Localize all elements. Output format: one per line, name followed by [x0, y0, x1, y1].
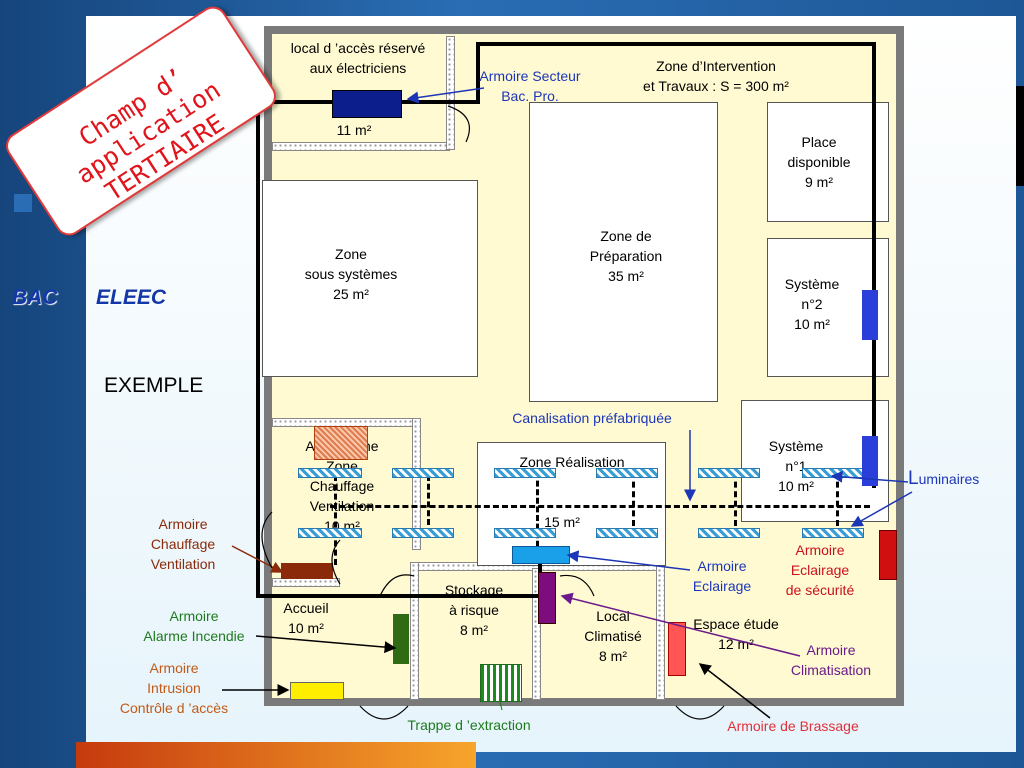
luminaire: [392, 468, 454, 478]
arrow-eclairage: [566, 550, 691, 571]
busbar: [256, 594, 540, 598]
armoire-climatisation[interactable]: [538, 572, 556, 624]
arrow-luminaire-2: [850, 491, 913, 527]
decor-strip: [1016, 86, 1024, 186]
canalisation-line: [632, 472, 635, 526]
aerotherme: [314, 426, 368, 460]
canalisation-line: [734, 472, 737, 526]
room-label-sous-systemes: Zone sous systèmes 25 m²: [304, 246, 398, 302]
label-armoire-securite: Armoire Eclairage de sécurité: [785, 542, 855, 598]
door-arc: [675, 705, 725, 720]
room-label-systeme-1: Système n°1 10 m²: [768, 438, 824, 494]
room-area-local-acces: 11 m²: [336, 122, 372, 138]
busbar: [872, 42, 876, 488]
luminaire: [698, 528, 760, 538]
label-armoire-brassage: Armoire de Brassage: [727, 718, 859, 734]
label-armoire-alarme: Armoire Alarme Incendie: [143, 608, 245, 644]
busbar: [256, 100, 260, 598]
system-2-bar: [862, 290, 878, 340]
bac-label: BAC: [12, 286, 58, 309]
label-luminaires: Luminaires: [908, 468, 980, 489]
room-preparation: [529, 102, 718, 402]
label-trappe: Trappe d ’extraction: [407, 717, 531, 733]
wall-bottom: [264, 698, 904, 706]
room-place-disponible: [767, 102, 889, 222]
luminaire: [494, 468, 556, 478]
canalisation-line: [334, 475, 337, 565]
busbar: [478, 42, 874, 46]
room-sous-systemes: [262, 180, 478, 377]
door-arc: [379, 574, 415, 597]
label-canalisation: Canalisation préfabriquée: [512, 410, 672, 426]
arrow-chauffage: [231, 545, 284, 573]
armoire-eclairage-securite[interactable]: [879, 530, 897, 580]
decor-bar: [76, 742, 476, 768]
arrow-trappe: [499, 701, 503, 711]
luminaire: [802, 528, 864, 538]
door-arc: [331, 539, 341, 585]
arrow-alarme: [255, 635, 397, 654]
door-arc: [447, 105, 470, 143]
partition: [410, 562, 419, 700]
luminaire: [596, 468, 658, 478]
room-label-climatise: Local Climatisé 8 m²: [584, 608, 642, 664]
label-armoire-intrusion: Armoire Intrusion Contrôle d ’accès: [119, 660, 229, 716]
label-armoire-eclairage: Armoire Eclairage: [692, 558, 752, 594]
armoire-brassage[interactable]: [668, 622, 686, 676]
exemple-label: EXEMPLE: [104, 374, 204, 397]
room-label-place-disponible: Place disponible 9 m²: [787, 134, 851, 190]
room-label-intervention: Zone d’Intervention et Travaux : S = 300…: [643, 58, 789, 94]
luminaire: [698, 468, 760, 478]
trappe-extraction[interactable]: [480, 664, 522, 702]
arrow-climatisation: [560, 592, 801, 657]
armoire-intrusion[interactable]: [290, 682, 344, 700]
room-label-accueil: Accueil 10 m²: [283, 600, 329, 636]
luminaire: [494, 528, 556, 538]
partition: [412, 418, 421, 550]
armoire-chauffage-ventilation[interactable]: [281, 563, 333, 579]
armoire-secteur[interactable]: [332, 90, 402, 118]
room-label-preparation: Zone de Préparation 35 m²: [589, 228, 663, 284]
eleec-label: ELEEC: [96, 286, 167, 309]
system-1-bar: [862, 436, 878, 486]
door-arc: [261, 511, 273, 569]
room-label-etude: Espace étude 12 m²: [693, 616, 779, 652]
room-label-systeme-2: Système n°2 10 m²: [784, 276, 840, 332]
armoire-alarme-incendie[interactable]: [393, 614, 409, 664]
arrow-brassage: [698, 663, 771, 719]
canalisation-line: [536, 472, 539, 564]
busbar: [476, 42, 480, 102]
partition: [532, 568, 541, 700]
arrow-secteur: [406, 87, 485, 104]
canalisation-line: [836, 472, 839, 526]
door-arc: [359, 705, 409, 720]
luminaire: [596, 528, 658, 538]
wall-top: [264, 26, 904, 34]
room-label-local-acces: local d ’accès réservé aux électriciens: [290, 40, 426, 76]
wall-right: [896, 26, 904, 706]
label-armoire-chauffage: Armoire Chauffage Ventilation: [150, 516, 216, 572]
bullet-square: [14, 194, 32, 212]
canalisation-line: [427, 475, 430, 525]
room-label-realisation: Zone Réalisation: [519, 454, 625, 470]
canalisation-line: [330, 505, 870, 508]
luminaire: [392, 528, 454, 538]
door-arc: [559, 574, 595, 597]
room-area-realisation: 15 m²: [544, 514, 580, 530]
luminaire: [298, 528, 362, 538]
label-armoire-secteur: Armoire Secteur Bac. Pro.: [479, 68, 581, 104]
luminaire: [298, 468, 362, 478]
arrow-luminaire-1: [830, 470, 909, 483]
label-armoire-climatisation: Armoire Climatisation: [790, 642, 872, 678]
